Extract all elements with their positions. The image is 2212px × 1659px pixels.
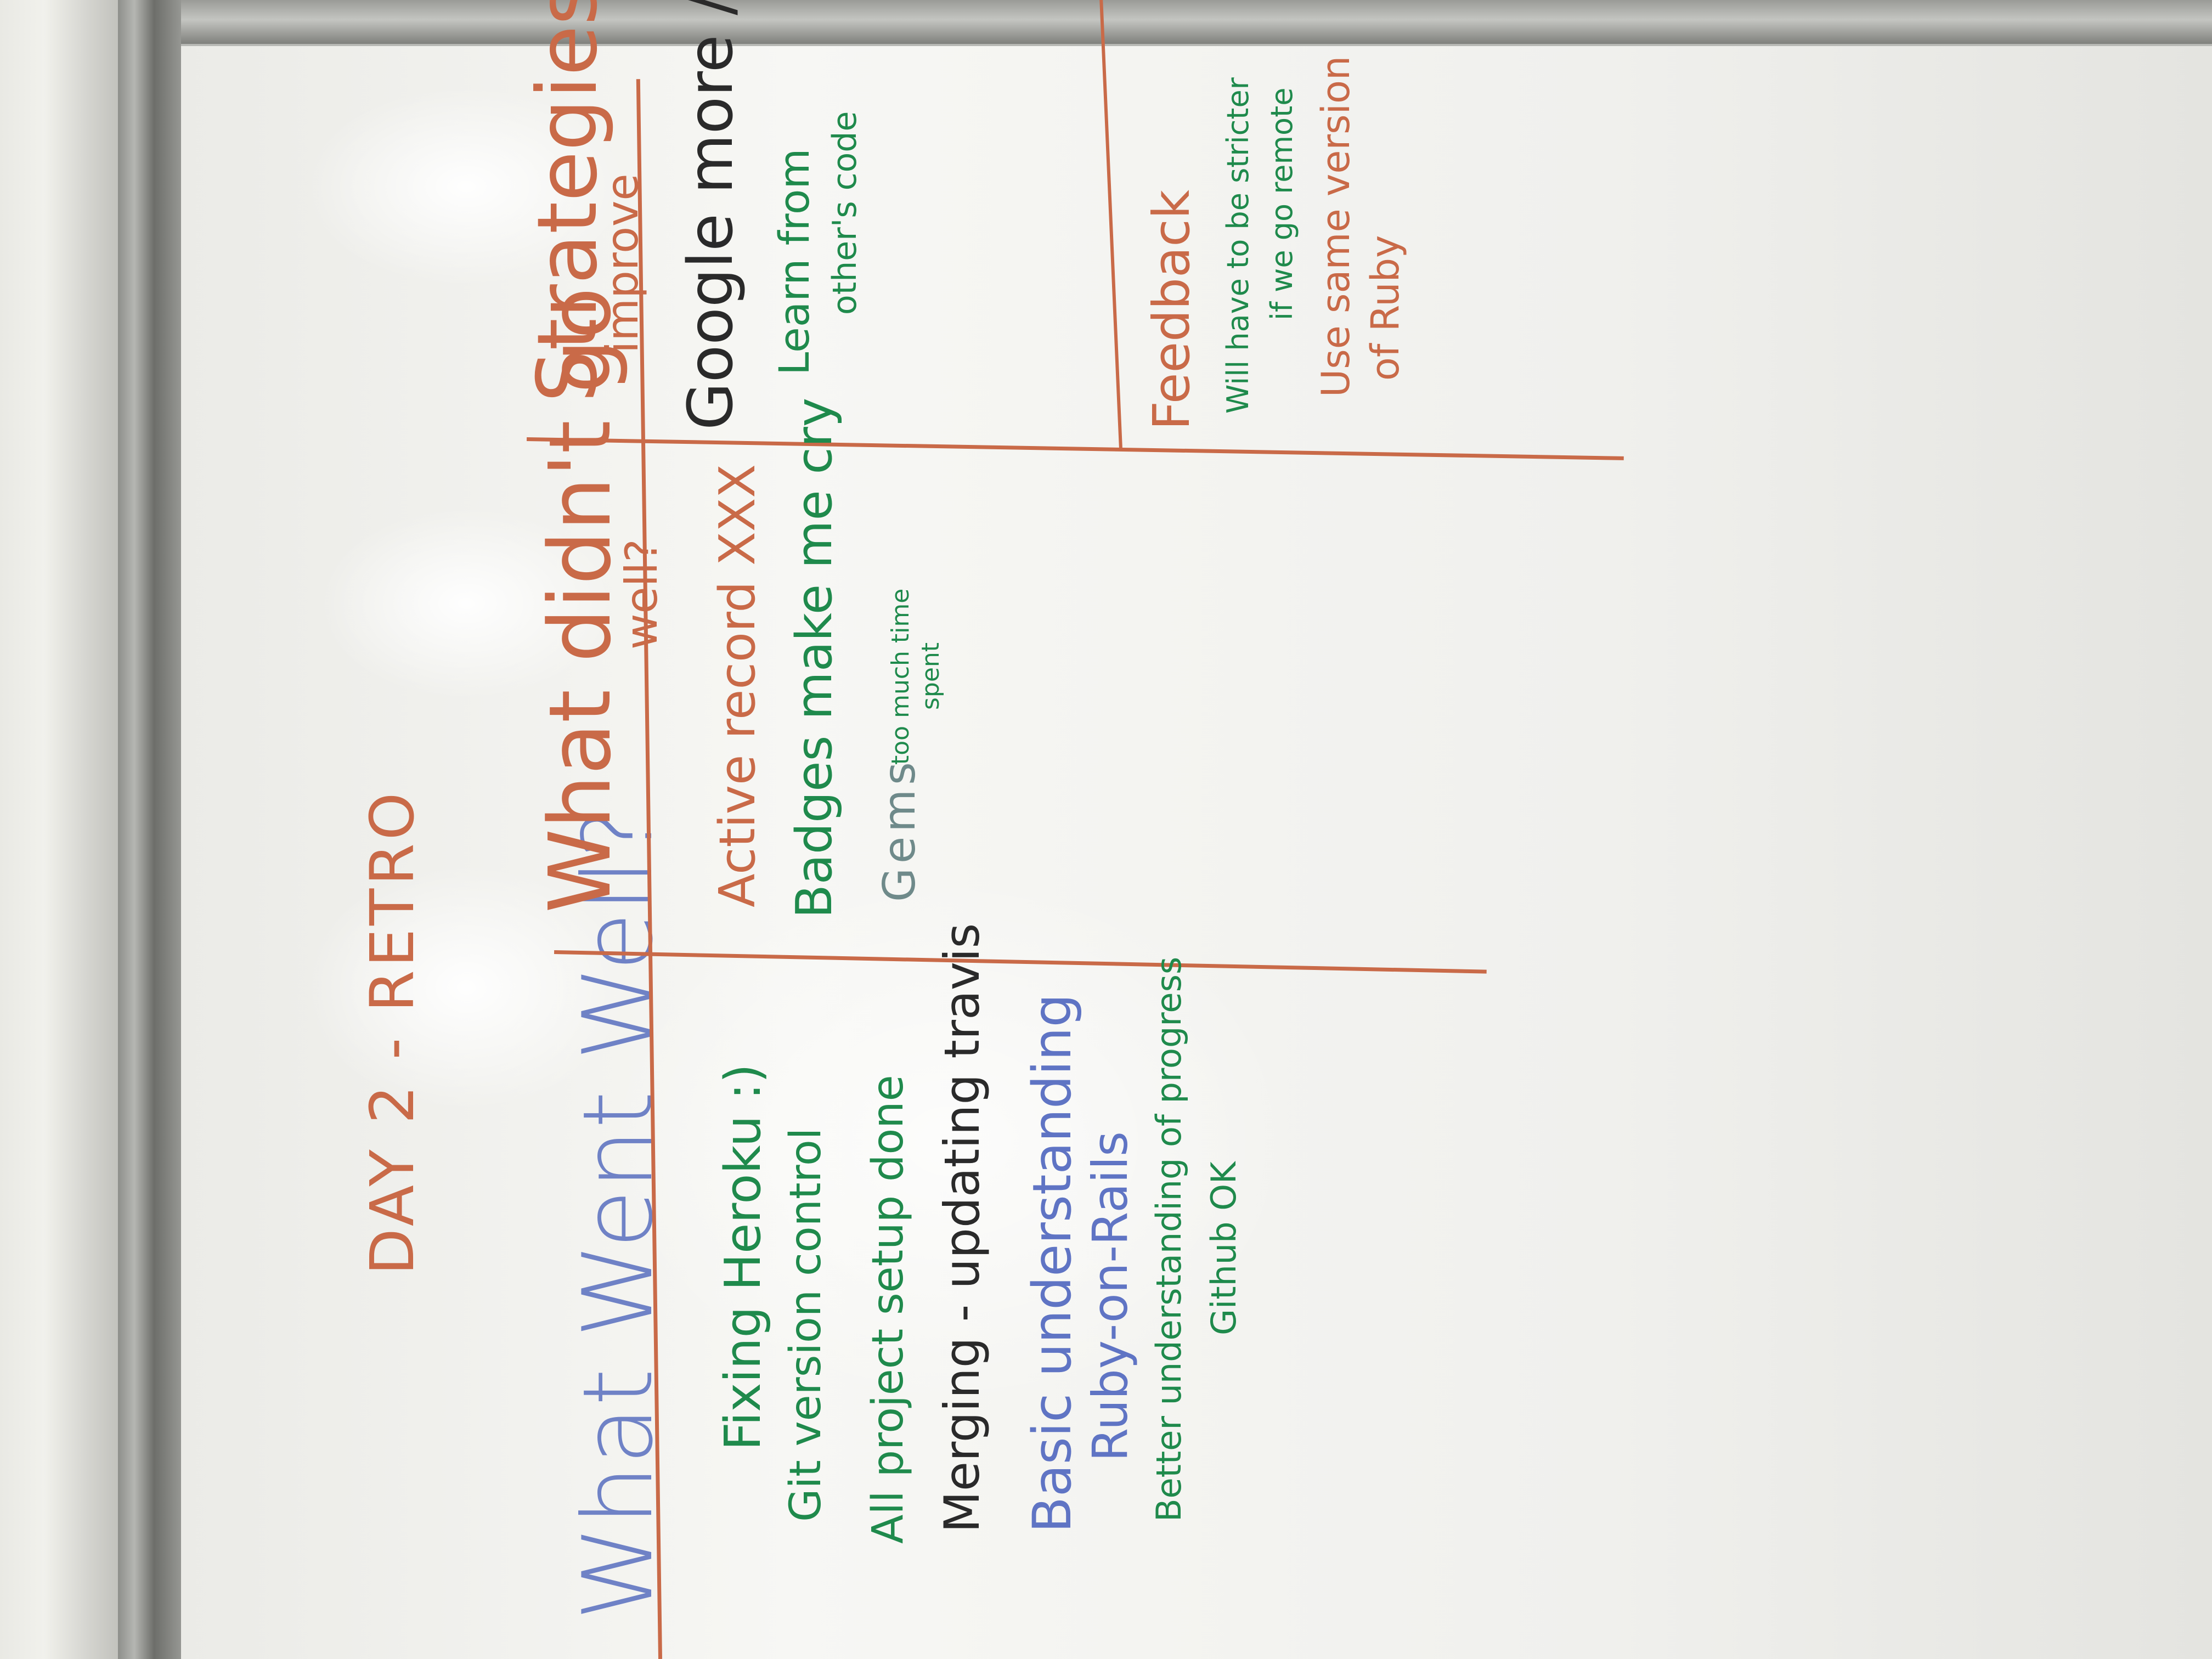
column-divider-2 — [527, 437, 1624, 460]
went-well-item: Better understanding of progress — [1149, 956, 1189, 1522]
retro-title: DAY 2 - RETRO — [357, 789, 427, 1275]
went-well-item: Ruby-on-Rails — [1082, 1131, 1138, 1462]
didnt-go-item: Gems — [874, 758, 925, 902]
feedback-item: Use same version — [1313, 55, 1358, 397]
strategy-item: Learn from — [770, 148, 819, 375]
column-divider-1 — [554, 950, 1487, 974]
whiteboard-surface — [181, 44, 2212, 1659]
feedback-item: of Ruby — [1363, 235, 1408, 381]
went-well-item: Github OK — [1204, 1161, 1244, 1335]
didnt-go-item: Badges make me cry — [786, 397, 843, 918]
went-well-item: Git version control — [781, 1127, 831, 1522]
didnt-go-item: too much time — [887, 588, 915, 765]
went-well-item: Fixing Heroku :) — [714, 1064, 772, 1451]
went-well-item: Merging - updating travis — [934, 923, 990, 1533]
board-frame-top — [181, 0, 2212, 44]
didnt-go-item: Active record XXX — [709, 464, 766, 907]
went-well-item: All project setup done — [864, 1075, 913, 1544]
feedback-item: Will have to be stricter — [1221, 77, 1255, 414]
feedback-item: if we go remote — [1265, 87, 1299, 321]
didnt-go-item: spent — [917, 642, 945, 710]
wall — [0, 0, 126, 1659]
strategy-item: Google more // — [675, 0, 747, 430]
heading-what-didnt-go-line2: well? — [616, 539, 667, 650]
feedback-heading: Feedback — [1142, 189, 1201, 430]
board-frame-left — [118, 0, 184, 1659]
feedback-divider — [1099, 0, 1122, 449]
board-edge-line — [181, 44, 2212, 46]
strategy-item: other's code — [826, 111, 864, 315]
went-well-item: Basic understanding — [1022, 994, 1083, 1533]
